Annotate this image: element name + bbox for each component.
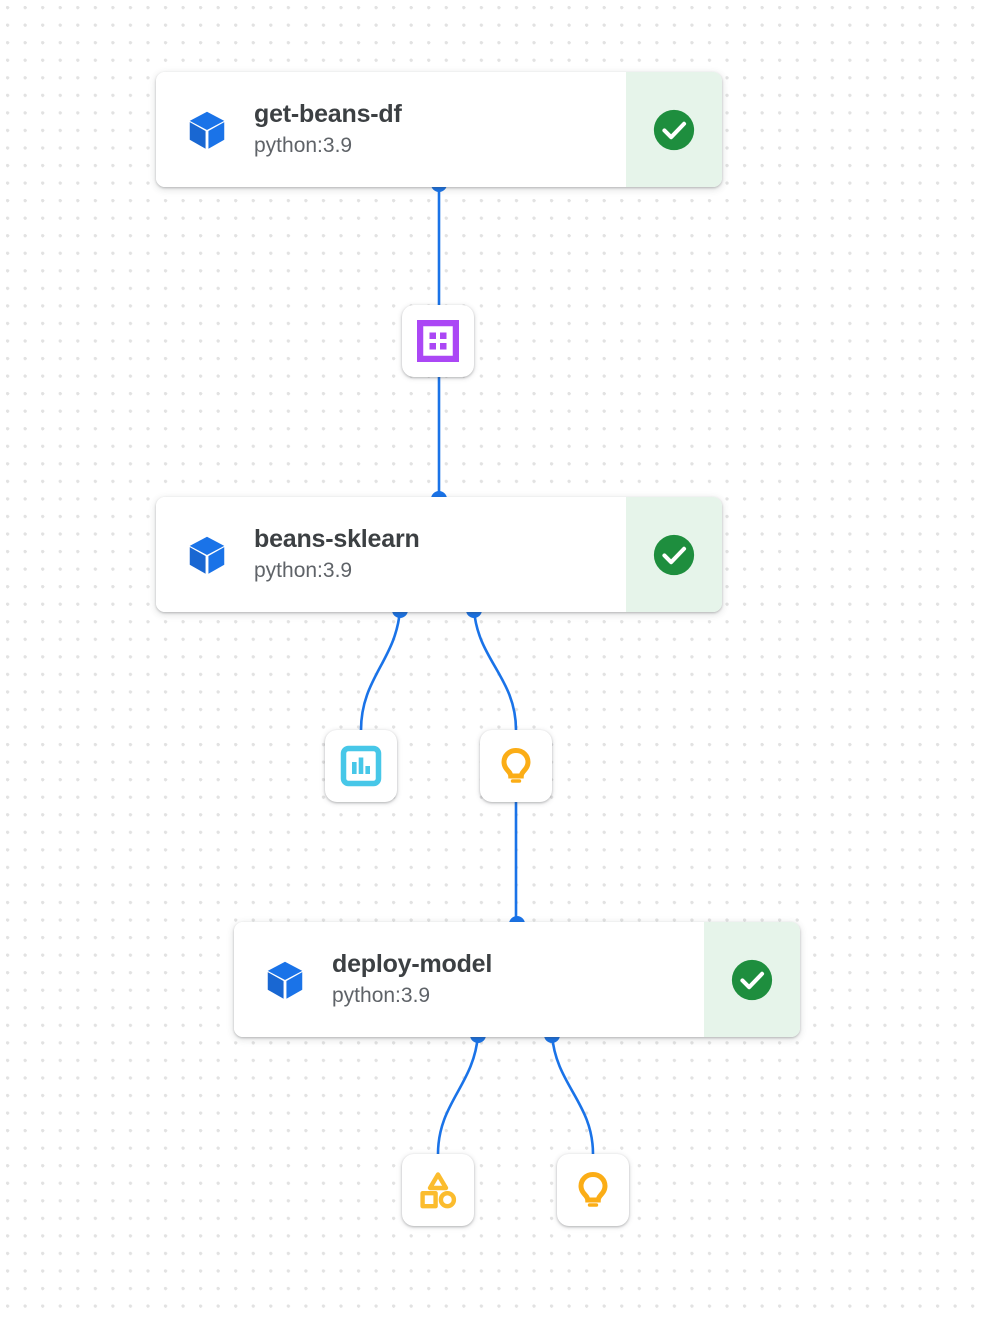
cube-icon <box>184 532 230 578</box>
shapes-icon <box>420 1172 457 1209</box>
artifact-node-classification[interactable] <box>402 1154 474 1226</box>
task-node-runtime: python:3.9 <box>254 559 353 583</box>
edge-deploy-model-to-bulb <box>550 1034 595 1155</box>
artifact-node-dataset[interactable] <box>402 305 474 377</box>
check-circle-icon <box>653 109 695 150</box>
edge-beans-sklearn-to-chart <box>359 609 402 731</box>
task-node-title: get-beans-df <box>254 99 402 128</box>
edge-beans-sklearn-to-bulb <box>472 609 518 731</box>
task-node-text: get-beans-df python:3.9 <box>254 100 402 160</box>
lightbulb-icon <box>578 1171 608 1207</box>
cube-icon <box>184 107 230 153</box>
task-node-deploy-model[interactable]: deploy-model python:3.9 <box>234 922 800 1037</box>
task-node-title: deploy-model <box>332 949 493 978</box>
task-node-beans-sklearn[interactable]: beans-sklearn python:3.9 <box>156 497 722 612</box>
status-badge-succeeded[interactable] <box>626 72 722 187</box>
check-circle-icon <box>653 534 695 575</box>
task-node-title: beans-sklearn <box>254 524 420 553</box>
status-badge-succeeded[interactable] <box>626 497 722 612</box>
task-node-text: beans-sklearn python:3.9 <box>254 525 420 585</box>
dataset-grid-icon <box>417 320 459 362</box>
edge-deploy-model-to-shapes <box>436 1034 480 1155</box>
task-node-runtime: python:3.9 <box>254 134 353 158</box>
lightbulb-icon <box>501 747 531 783</box>
artifact-node-deploy-bulb[interactable] <box>557 1154 629 1226</box>
task-node-text: deploy-model python:3.9 <box>332 950 492 1010</box>
task-node-get-beans-df[interactable]: get-beans-df python:3.9 <box>156 72 722 187</box>
bar-chart-icon <box>340 745 382 787</box>
status-badge-succeeded[interactable] <box>704 922 800 1037</box>
check-circle-icon <box>731 959 773 1000</box>
task-node-body: deploy-model python:3.9 <box>234 922 704 1037</box>
task-node-body: get-beans-df python:3.9 <box>156 72 626 187</box>
artifact-node-metrics-bulb[interactable] <box>480 730 552 802</box>
cube-icon <box>262 957 308 1003</box>
artifact-node-metrics-chart[interactable] <box>325 730 397 802</box>
task-node-body: beans-sklearn python:3.9 <box>156 497 626 612</box>
task-node-runtime: python:3.9 <box>332 984 431 1008</box>
